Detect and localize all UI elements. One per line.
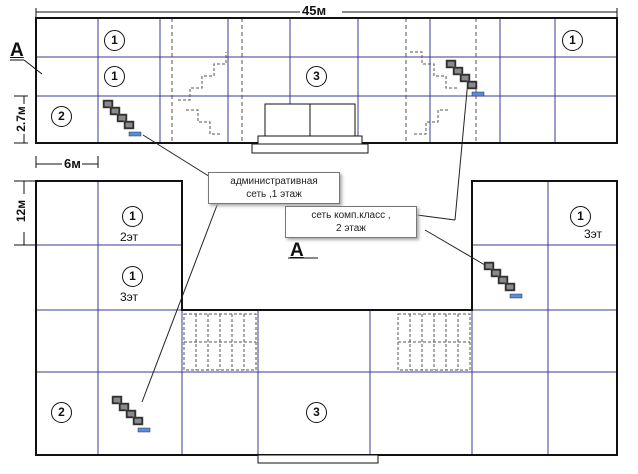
pc-screen-icon <box>454 68 462 74</box>
pc-screen-icon <box>125 122 133 128</box>
room-mark-1: 1 <box>104 30 125 51</box>
callout-lab-line2: 2 этаж <box>336 223 366 234</box>
entrance-top <box>251 103 369 154</box>
pc-keyboard-icon <box>137 427 151 433</box>
pc-screen-icon <box>111 108 119 114</box>
pc-screen-icon <box>118 115 126 121</box>
pc-screen-icon <box>461 75 469 81</box>
stairs <box>171 18 477 371</box>
dimension-lines <box>10 8 618 259</box>
pc-screen-icon <box>485 263 493 269</box>
pc-screen-icon <box>127 411 135 417</box>
callout-admin-line2: сеть ,1 этаж <box>246 189 302 200</box>
pc-workstations <box>102 59 523 433</box>
room-mark-1: 1 <box>570 206 591 227</box>
dimension-module-width: 6м <box>64 156 81 171</box>
callout-lab-network: сеть комп.класс , 2 этаж <box>285 206 417 238</box>
room-mark-2: 2 <box>51 402 72 423</box>
room-mark-1: 1 <box>122 266 143 287</box>
section-mark-center: А <box>290 240 304 261</box>
room-mark-1: 1 <box>122 206 143 227</box>
room-mark-3: 3 <box>306 66 327 87</box>
dimension-row-height: 2.7м <box>14 106 28 132</box>
dimension-total-width: 45м <box>302 3 327 18</box>
pc-screen-icon <box>113 397 121 403</box>
room-mark-1: 1 <box>104 66 125 87</box>
pc-screen-icon <box>447 61 455 67</box>
entrance-bottom <box>257 454 379 464</box>
callout-admin-network: административная сеть ,1 этаж <box>208 172 340 204</box>
pc-screen-icon <box>120 404 128 410</box>
pc-screen-icon <box>492 270 500 276</box>
pc-screen-icon <box>506 284 514 290</box>
room-mark-1: 1 <box>562 30 583 51</box>
floor-label-2: 2эт <box>120 230 139 244</box>
section-mark-left: А <box>10 40 24 61</box>
pc-cluster-icon <box>483 261 523 299</box>
floor-label-3: 3эт <box>120 290 139 304</box>
pc-screen-icon <box>468 82 476 88</box>
pc-keyboard-icon <box>128 131 142 137</box>
pc-screen-icon <box>134 418 142 424</box>
callout-lab-line1: сеть комп.класс , <box>311 210 391 221</box>
pc-keyboard-icon <box>471 91 485 97</box>
room-mark-3: 3 <box>306 402 327 423</box>
room-mark-2: 2 <box>51 106 72 127</box>
pc-screen-icon <box>499 277 507 283</box>
pc-keyboard-icon <box>509 293 523 299</box>
pc-cluster-icon <box>111 395 151 433</box>
pc-screen-icon <box>104 101 112 107</box>
floor-label-3: 3эт <box>584 227 603 241</box>
grid-lines <box>36 18 617 455</box>
dimension-wing-depth: 12м <box>14 199 28 223</box>
callout-leaders <box>141 79 491 403</box>
callout-admin-line1: административная <box>230 176 318 187</box>
pc-cluster-icon <box>102 99 142 137</box>
pc-cluster-icon <box>445 59 485 97</box>
